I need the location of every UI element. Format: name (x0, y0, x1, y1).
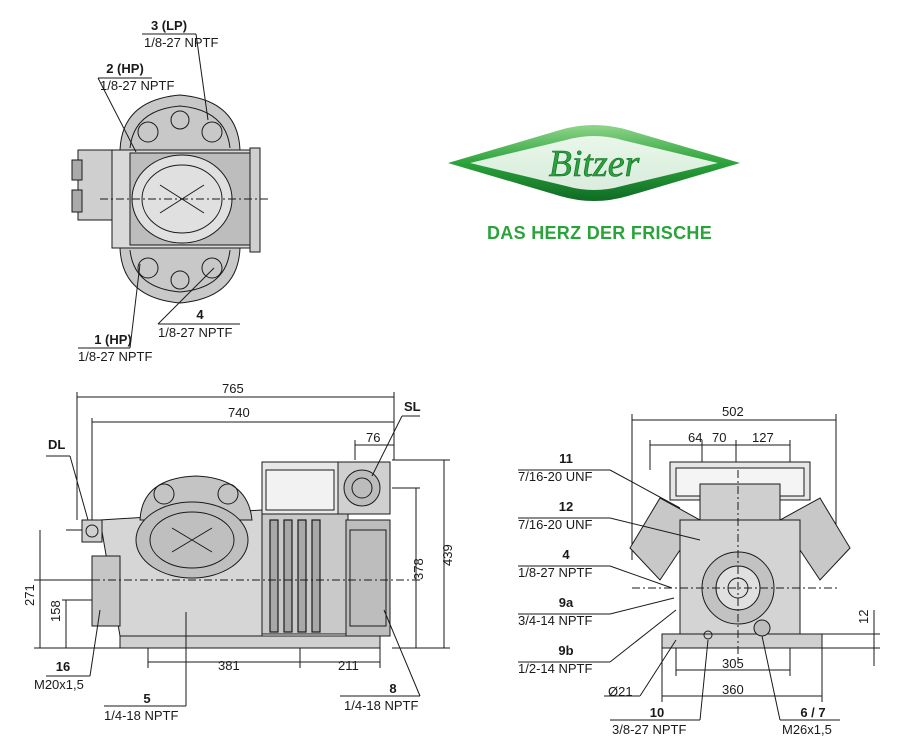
conn-12-thread: 7/16-20 UNF (518, 517, 593, 532)
dim-sl-offset: 76 (366, 430, 381, 445)
dim-foot-spacing: 381 (218, 658, 240, 673)
conn-10-thread: 3/8-27 NPTF (612, 722, 687, 737)
end-view (518, 414, 880, 721)
dim-64: 64 (688, 430, 703, 445)
conn-10-id: 10 (649, 705, 665, 720)
dim-height-total: 439 (440, 544, 455, 566)
conn-1-id: 1 (HP) (94, 332, 132, 347)
conn-16-id: 16 (55, 659, 71, 674)
conn-9b-thread: 1/2-14 NPTF (518, 661, 593, 676)
dim-hole-dia: Ø21 (608, 684, 633, 699)
dim-hole-spacing: 305 (722, 656, 744, 671)
conn-2-thread: 1/8-27 NPTF (100, 78, 175, 93)
conn-5-id: 5 (143, 691, 151, 706)
conn-11-id: 11 (559, 451, 573, 466)
conn-4-end-thread: 1/8-27 NPTF (518, 565, 593, 580)
conn-9a-thread: 3/4-14 NPTF (518, 613, 593, 628)
dim-foot-width: 360 (722, 682, 744, 697)
brand-tagline: DAS HERZ DER FRISCHE (487, 223, 713, 243)
conn-3-id: 3 (LP) (150, 18, 188, 33)
dim-foot-to-end: 211 (338, 658, 359, 673)
svg-text:Bitzer: Bitzer (549, 143, 640, 185)
sl-label: SL (404, 399, 421, 414)
bitzer-logo: Bitzer (448, 125, 740, 201)
conn-9b-id: 9b (558, 643, 574, 658)
dim-70: 70 (712, 430, 727, 445)
conn-4-top-id: 4 (196, 307, 204, 322)
dim-width: 502 (722, 404, 744, 419)
conn-2-id: 2 (HP) (106, 61, 144, 76)
conn-1-thread: 1/8-27 NPTF (78, 349, 153, 364)
dim-127: 127 (752, 430, 774, 445)
conn-12-id: 12 (558, 499, 574, 514)
conn-4-end-id: 4 (562, 547, 570, 562)
conn-8-id: 8 (389, 681, 397, 696)
dl-label: DL (48, 437, 66, 452)
conn-11-thread: 7/16-20 UNF (518, 469, 593, 484)
conn-8-thread: 1/4-18 NPTF (344, 698, 419, 713)
top-view (71, 33, 270, 349)
conn-6-7-thread: M26x1,5 (782, 722, 832, 737)
dim-foot-height: 12 (856, 609, 871, 624)
conn-9a-id: 9a (558, 595, 574, 610)
side-view (34, 392, 450, 707)
dim-overall-length: 765 (222, 381, 244, 396)
conn-4-top-thread: 1/8-27 NPTF (158, 325, 233, 340)
dim-height-16: 158 (48, 600, 63, 622)
dim-height-sl: 378 (411, 558, 426, 580)
conn-16-thread: M20x1,5 (34, 677, 84, 692)
conn-6-7-id: 6 / 7 (800, 705, 826, 720)
dim-height-dl: 271 (22, 584, 37, 606)
conn-5-thread: 1/4-18 NPTF (104, 708, 179, 723)
conn-3-thread: 1/8-27 NPTF (144, 35, 219, 50)
dim-length: 740 (228, 405, 250, 420)
